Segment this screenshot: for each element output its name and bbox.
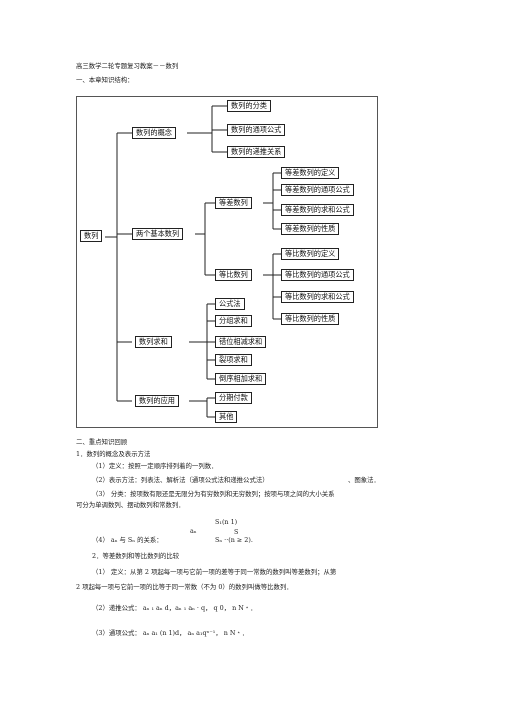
paragraph-2-heading: 2．等差数列和等比数列的比较 — [92, 552, 180, 560]
paragraph-2-general-term: （3）通项公式： aₙ a₁ (n 1)d， aₙ a₁qⁿ⁻¹， n N﹡． — [92, 629, 249, 637]
diagram-connector-lines — [105, 105, 281, 418]
page-title: 高三数学二轮专题复习教案－－数列 — [76, 62, 179, 70]
paragraph-1-classification-cont: 可分为单调数列、摆动数列和常数列． — [76, 501, 185, 509]
node-sum-telescoping: 裂项求和 — [215, 354, 252, 366]
node-geom-sum-formula: 等比数列的求和公式 — [281, 291, 354, 303]
node-geom-properties: 等比数列的性质 — [281, 313, 340, 325]
formula-s1: S₁(n 1) — [215, 518, 238, 526]
node-concept-general-term: 数列的通项公式 — [227, 124, 286, 136]
paragraph-1-definition: （1）定义：按照一定顺序排列着的一列数． — [92, 462, 218, 470]
paragraph-2-definition-cont: 2 项起每一项与它前一项的比等于同一常数（不为 0）的数列叫做等比数列． — [76, 583, 293, 591]
paragraph-1-representation: （2）表示方法：列表法、解析法（通项公式法和递推公式法） — [92, 476, 269, 484]
formula-an-symbol: aₙ — [190, 527, 197, 535]
node-arith-sum-formula: 等差数列的求和公式 — [281, 204, 354, 216]
node-summation: 数列求和 — [135, 336, 172, 348]
node-sum-offset-subtraction: 错位相减求和 — [215, 336, 267, 348]
paragraph-1-representation-tail: 、图象法． — [348, 476, 380, 484]
node-concept-classification: 数列的分类 — [227, 100, 271, 112]
section-heading-review: 二、重点知识回顾 — [76, 438, 128, 446]
formula-s-symbol: S — [234, 528, 239, 536]
paragraph-1-heading: 1．数列的概念及表示方法 — [76, 450, 151, 458]
knowledge-structure-diagram: 数列 数列的概念 数列的分类 数列的通项公式 数列的递推关系 两个基本数列 等差… — [76, 96, 378, 428]
paragraph-1-relation-label: （4） aₙ 与 Sₙ 的关系： — [92, 536, 163, 544]
node-sum-reverse-addition: 倒序相加求和 — [215, 373, 267, 385]
node-geom-general-term: 等比数列的通项公式 — [281, 269, 354, 281]
node-app-other: 其他 — [215, 411, 238, 423]
node-arith-properties: 等差数列的性质 — [281, 223, 340, 235]
node-geom-definition: 等比数列的定义 — [281, 248, 340, 260]
node-geometric: 等比数列 — [215, 269, 252, 281]
node-sum-grouping: 分组求和 — [215, 315, 252, 327]
section-heading-structure: 一、本章知识结构： — [76, 76, 134, 84]
node-root: 数列 — [80, 230, 103, 242]
formula-sn: Sₙ ··(n ≥ 2). — [215, 536, 253, 544]
node-sum-formula-method: 公式法 — [215, 298, 245, 310]
node-arith-general-term: 等差数列的通项公式 — [281, 184, 354, 196]
paragraph-2-definition: （1） 定义：从第 2 项起每一项与它前一项的差等于同一常数的数列叫等差数列；从… — [92, 568, 337, 576]
paragraph-2-recurrence: （2）递推公式： aₙ ₁ aₙ d，aₙ ₁ aₙ · q， q 0， n N… — [92, 604, 257, 612]
node-application: 数列的应用 — [135, 395, 179, 407]
node-arith-definition: 等差数列的定义 — [281, 167, 340, 179]
node-concept: 数列的概念 — [132, 127, 176, 139]
node-app-installment: 分期付款 — [215, 392, 252, 404]
paragraph-1-classification: （3） 分类：按项数有限还是无限分为有穷数列和无穷数列；按项与项之间的大小关系 — [92, 490, 335, 498]
node-two-basic: 两个基本数列 — [132, 228, 184, 240]
node-arithmetic: 等差数列 — [215, 197, 252, 209]
node-concept-recurrence: 数列的递推关系 — [227, 146, 286, 158]
